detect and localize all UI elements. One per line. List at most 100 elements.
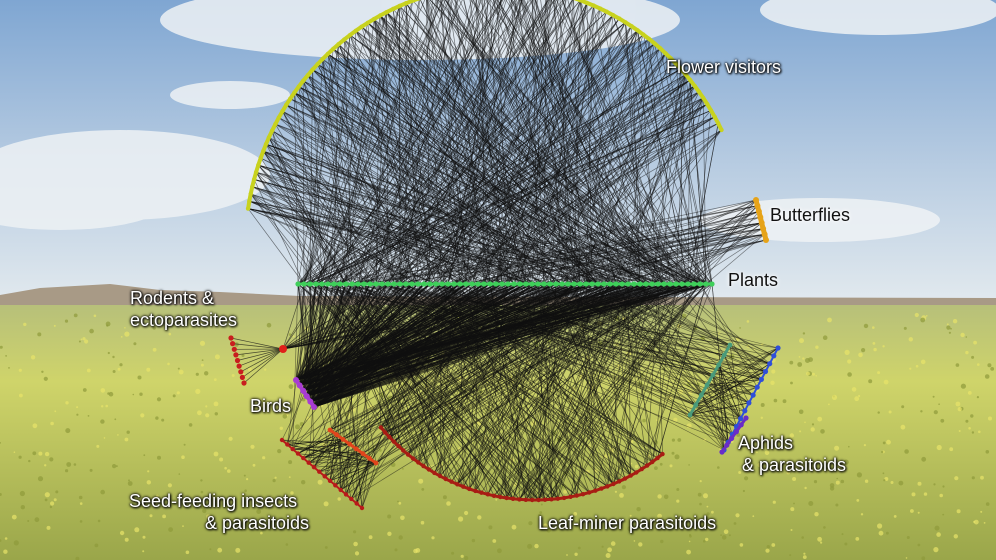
node [759, 220, 765, 226]
node [562, 496, 566, 500]
node [273, 122, 277, 126]
node [306, 73, 310, 77]
node [535, 281, 540, 286]
node [759, 377, 764, 382]
node [270, 129, 274, 133]
node [297, 382, 303, 388]
node [383, 430, 387, 434]
node [256, 163, 260, 167]
node [523, 281, 528, 286]
node [254, 170, 258, 174]
node [301, 79, 305, 83]
node [367, 281, 372, 286]
label-rodents-line2: ectoparasites [130, 309, 237, 331]
node [645, 463, 649, 467]
node [547, 281, 552, 286]
node [543, 498, 547, 502]
node [756, 208, 762, 214]
node [703, 281, 708, 286]
node [264, 142, 268, 146]
node [505, 281, 510, 286]
node [315, 62, 319, 66]
node [499, 281, 504, 286]
node [591, 3, 595, 7]
node [585, 1, 589, 5]
node [767, 361, 772, 366]
node [233, 352, 238, 357]
node [763, 237, 769, 243]
label-rodents: Rodents & ectoparasites [130, 287, 237, 331]
node [457, 281, 462, 286]
node [611, 13, 615, 17]
node [492, 494, 496, 498]
node [631, 281, 636, 286]
node [307, 281, 312, 286]
node [292, 90, 296, 94]
node [427, 281, 432, 286]
node [331, 47, 335, 51]
label-seed-feeding: Seed-feeding insects & parasitoids [129, 490, 309, 534]
node [372, 17, 376, 21]
node [559, 281, 564, 286]
node [328, 479, 332, 483]
node [688, 78, 692, 82]
node [367, 456, 372, 461]
node [348, 33, 352, 37]
node [304, 393, 310, 399]
node [565, 281, 570, 286]
node [619, 281, 624, 286]
node [325, 281, 330, 286]
node [469, 281, 474, 286]
node [658, 46, 662, 50]
node [373, 281, 378, 286]
node [753, 197, 759, 203]
node [421, 464, 425, 468]
node [655, 281, 660, 286]
node [517, 281, 522, 286]
node [705, 102, 709, 106]
node [259, 156, 263, 160]
node [728, 343, 733, 348]
node [250, 184, 254, 188]
node [634, 470, 638, 474]
node [387, 435, 391, 439]
node [486, 492, 490, 496]
node [411, 456, 415, 460]
node [541, 281, 546, 286]
node [524, 498, 528, 502]
node [241, 380, 246, 385]
node [691, 281, 696, 286]
node [635, 28, 639, 32]
node [415, 281, 420, 286]
node [746, 400, 751, 405]
node [379, 281, 384, 286]
node [575, 493, 579, 497]
node [293, 377, 299, 383]
node [498, 495, 502, 499]
node [228, 335, 233, 340]
node [655, 456, 659, 460]
node [617, 16, 621, 20]
node [625, 281, 630, 286]
node [403, 281, 408, 286]
node [729, 436, 734, 441]
node [313, 281, 318, 286]
node [719, 449, 724, 454]
node [536, 498, 540, 502]
node [611, 482, 615, 486]
label-aphids-line1: Aphids [738, 432, 846, 454]
node [607, 281, 612, 286]
node [589, 281, 594, 286]
node [247, 199, 251, 203]
node [432, 471, 436, 475]
node [673, 281, 678, 286]
node [529, 281, 534, 286]
node [317, 470, 321, 474]
node [279, 345, 287, 353]
node [553, 281, 558, 286]
label-seed-feeding-line2: & parasitoids [129, 512, 309, 534]
node [366, 21, 370, 25]
node [479, 491, 483, 495]
node [385, 281, 390, 286]
